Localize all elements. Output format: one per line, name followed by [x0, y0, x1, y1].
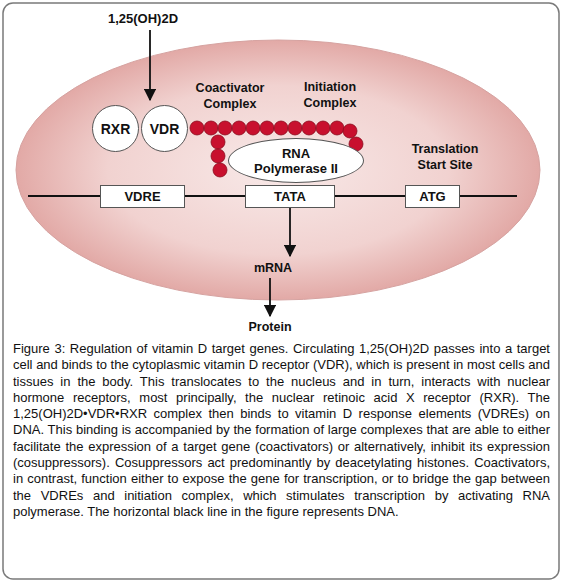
- hormone-label: 1,25(OH)2D: [88, 11, 198, 27]
- node-text: RNA Polymerase II: [249, 146, 343, 176]
- figure-caption: Figure 3: Regulation of vitamin D target…: [13, 341, 550, 520]
- bead: [330, 121, 344, 135]
- complex-label: Initiation Complex: [292, 79, 368, 111]
- bead: [204, 121, 218, 135]
- node-text: VDR: [150, 121, 180, 137]
- translation-arrow: [269, 278, 271, 316]
- bead: [302, 121, 316, 135]
- target-cell: [16, 40, 540, 300]
- bead: [211, 149, 225, 163]
- bead: [218, 121, 232, 135]
- bead: [260, 121, 274, 135]
- bead: [190, 121, 204, 135]
- node-text: RXR: [101, 121, 131, 137]
- node-text: ATG: [419, 189, 445, 204]
- product-label: mRNA: [240, 260, 306, 276]
- product-label: Protein: [230, 319, 310, 335]
- bead: [213, 163, 227, 177]
- bead: [211, 135, 225, 149]
- rxr-receptor: RXR: [92, 105, 139, 152]
- bead: [316, 121, 330, 135]
- complex-label: Coactivator Complex: [190, 80, 270, 112]
- vdre-box: VDRE: [100, 185, 185, 208]
- bead: [232, 121, 246, 135]
- site-label: Translation Start Site: [402, 141, 488, 173]
- rna-polymerase: RNA Polymerase II: [228, 138, 364, 183]
- vdr-receptor: VDR: [141, 105, 188, 152]
- bead: [274, 121, 288, 135]
- entry-arrow: [149, 30, 151, 100]
- transcription-arrow: [289, 208, 291, 256]
- bead: [343, 124, 357, 138]
- figure-frame: [3, 3, 559, 579]
- tata-box: TATA: [245, 185, 335, 208]
- node-text: TATA: [274, 189, 306, 204]
- atg-box: ATG: [405, 185, 460, 208]
- bead: [288, 121, 302, 135]
- bead: [246, 121, 260, 135]
- node-text: VDRE: [124, 189, 160, 204]
